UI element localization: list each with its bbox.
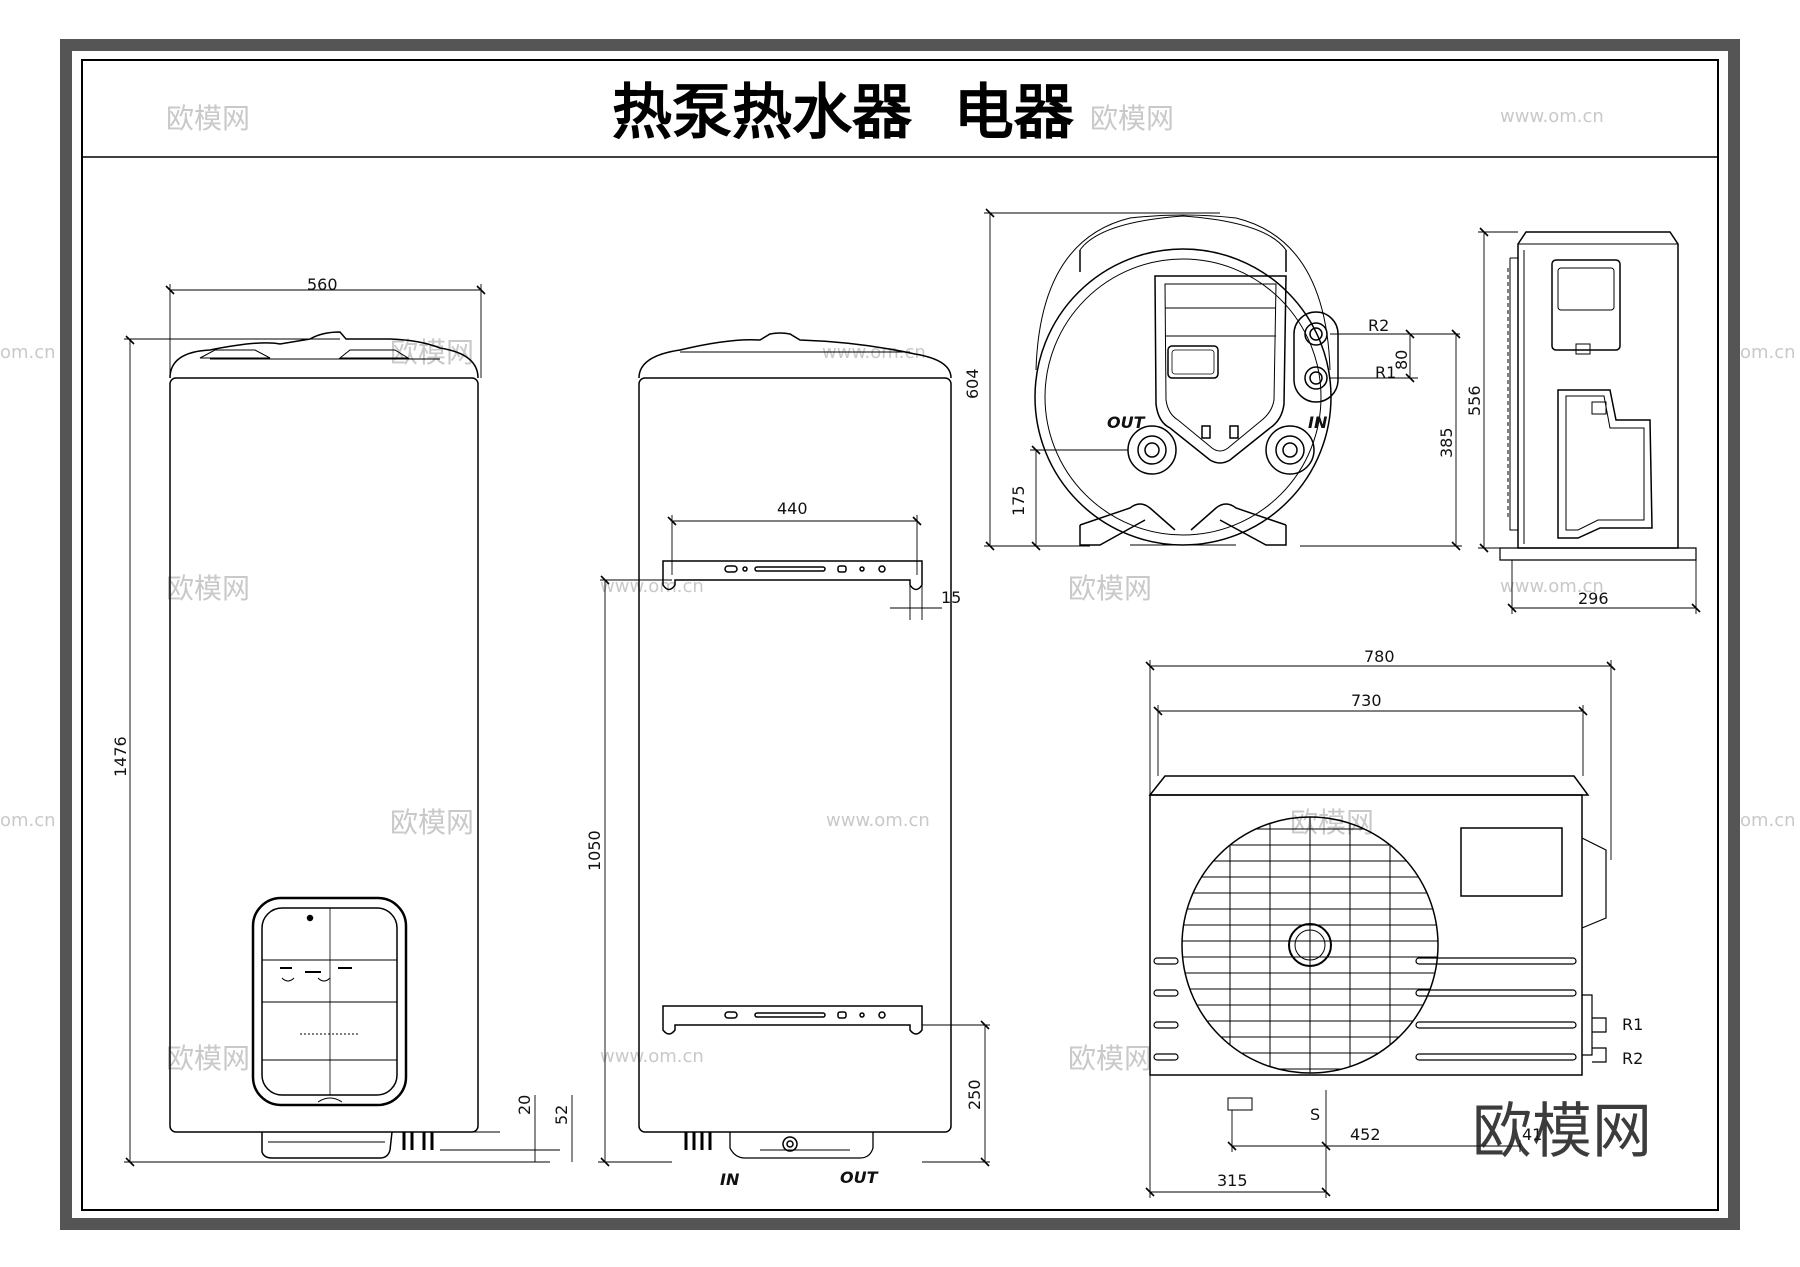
side-view-dimensions: [598, 515, 990, 1167]
dim-height-1476: 1476: [111, 736, 130, 777]
unit-front-view: [1148, 775, 1607, 1111]
watermark-brand: 欧模网: [1090, 102, 1174, 135]
watermark-layer: 欧模网 欧模网 www.om.cn om.cn 欧模网 www.om.cn om…: [0, 102, 1796, 1075]
dim-height-1050: 1050: [585, 830, 604, 871]
front-view-tank: [169, 331, 479, 1159]
dim-height-556: 556: [1465, 385, 1484, 416]
watermark-url: www.om.cn: [600, 576, 704, 597]
watermark-logo: 欧模网: [1472, 1097, 1652, 1167]
top-view-tank: [1034, 214, 1339, 546]
watermark-brand: 欧模网: [390, 806, 474, 839]
watermark-url: om.cn: [0, 810, 56, 831]
watermark-url: www.om.cn: [1500, 576, 1604, 597]
drawing-title: 热泵热水器 电器: [612, 78, 1075, 148]
vent-slit: [1153, 989, 1179, 997]
vent-slit: [1153, 1053, 1179, 1061]
dim-inner-730: 730: [1351, 691, 1382, 710]
dim-outer-780: 780: [1364, 647, 1395, 666]
dim-315: 315: [1217, 1171, 1248, 1190]
dim-bracket-440: 440: [777, 499, 808, 518]
watermark-brand: 欧模网: [390, 336, 474, 369]
vent-slit: [1415, 1053, 1577, 1061]
dim-height-604: 604: [963, 368, 982, 399]
unit-front-dimensions: [1145, 660, 1616, 1198]
top-r2-label: R2: [1368, 316, 1389, 335]
side-view-tank: [638, 332, 952, 1159]
side-out-label: OUT: [840, 1168, 879, 1187]
unit-r1-label: R1: [1622, 1015, 1643, 1034]
dim-452: 452: [1350, 1125, 1381, 1144]
watermark-brand: 欧模网: [166, 572, 250, 605]
watermark-url: www.om.cn: [600, 1046, 704, 1067]
dim-20: 20: [515, 1095, 534, 1115]
watermark-url: www.om.cn: [826, 810, 930, 831]
vent-slit: [1153, 1021, 1179, 1029]
top-out-label: OUT: [1107, 413, 1146, 432]
dim-bottom-250: 250: [965, 1079, 984, 1110]
dim-gap-80: 80: [1392, 350, 1411, 370]
unit-r2-label: R2: [1622, 1049, 1643, 1068]
watermark-url: om.cn: [1740, 342, 1796, 363]
top-view-dimensions: [984, 208, 1462, 551]
watermark-url: om.cn: [1740, 810, 1796, 831]
vent-slit: [1415, 989, 1577, 997]
top-in-label: IN: [1308, 413, 1328, 432]
front-view-dimensions: [124, 284, 573, 1167]
unit-side-view: [1499, 231, 1697, 561]
watermark-brand: 欧模网: [166, 102, 250, 135]
dim-mid-385: 385: [1437, 427, 1456, 458]
watermark-url: www.om.cn: [1500, 106, 1604, 127]
watermark-brand: 欧模网: [1290, 806, 1374, 839]
watermark-brand: 欧模网: [1068, 1042, 1152, 1075]
vent-slit: [1153, 957, 1179, 965]
top-r1-label: R1: [1375, 363, 1396, 382]
vent-slit: [1415, 1021, 1577, 1029]
watermark-url: om.cn: [0, 342, 56, 363]
watermark-brand: 欧模网: [1068, 572, 1152, 605]
side-in-label: IN: [720, 1170, 740, 1189]
unit-side-dimensions: [1478, 227, 1701, 614]
dim-base-175: 175: [1009, 485, 1028, 516]
vent-slit: [1415, 957, 1577, 965]
dim-width-560: 560: [307, 275, 338, 294]
dim-41: 41: [1522, 1125, 1542, 1144]
unit-s-label: S: [1310, 1105, 1320, 1124]
front-control-panel: [251, 896, 408, 1107]
dim-52: 52: [552, 1105, 571, 1125]
watermark-brand: 欧模网: [166, 1042, 250, 1075]
dim-offset-15: 15: [941, 588, 961, 607]
dim-depth-296: 296: [1578, 589, 1609, 608]
drawing-border: [60, 39, 1740, 1230]
